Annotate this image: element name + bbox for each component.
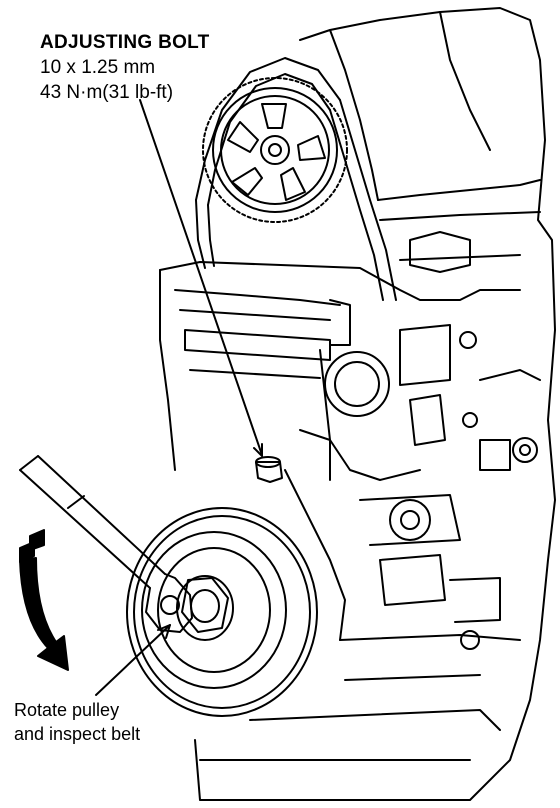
cam-sprocket <box>202 77 348 223</box>
adjusting-bolt-callout: ADJUSTING BOLT 10 x 1.25 mm 43 N·m(31 lb… <box>40 30 210 105</box>
adjusting-bolt-title: ADJUSTING BOLT <box>40 32 210 53</box>
wrench <box>19 455 193 633</box>
rotate-pulley-leader <box>95 624 171 696</box>
crankshaft-pulley <box>126 507 318 717</box>
rotate-pulley-leader-tip <box>157 624 171 639</box>
timing-belt <box>195 57 397 301</box>
rotate-pulley-line1: Rotate pulley <box>14 700 120 720</box>
rotate-pulley-callout: Rotate pulley and inspect belt <box>14 698 140 746</box>
rotation-arrow-icon <box>19 529 69 671</box>
adjusting-bolt-leader-tip <box>253 443 263 457</box>
adjusting-bolt-size: 10 x 1.25 mm <box>40 57 156 78</box>
engine-block <box>159 7 556 801</box>
adjusting-bolt-torque: 43 N·m(31 lb-ft) <box>40 82 174 103</box>
rotate-pulley-line2: and inspect belt <box>14 724 141 744</box>
adjusting-bolt <box>255 456 283 483</box>
adjusting-bolt-leader <box>139 99 263 456</box>
